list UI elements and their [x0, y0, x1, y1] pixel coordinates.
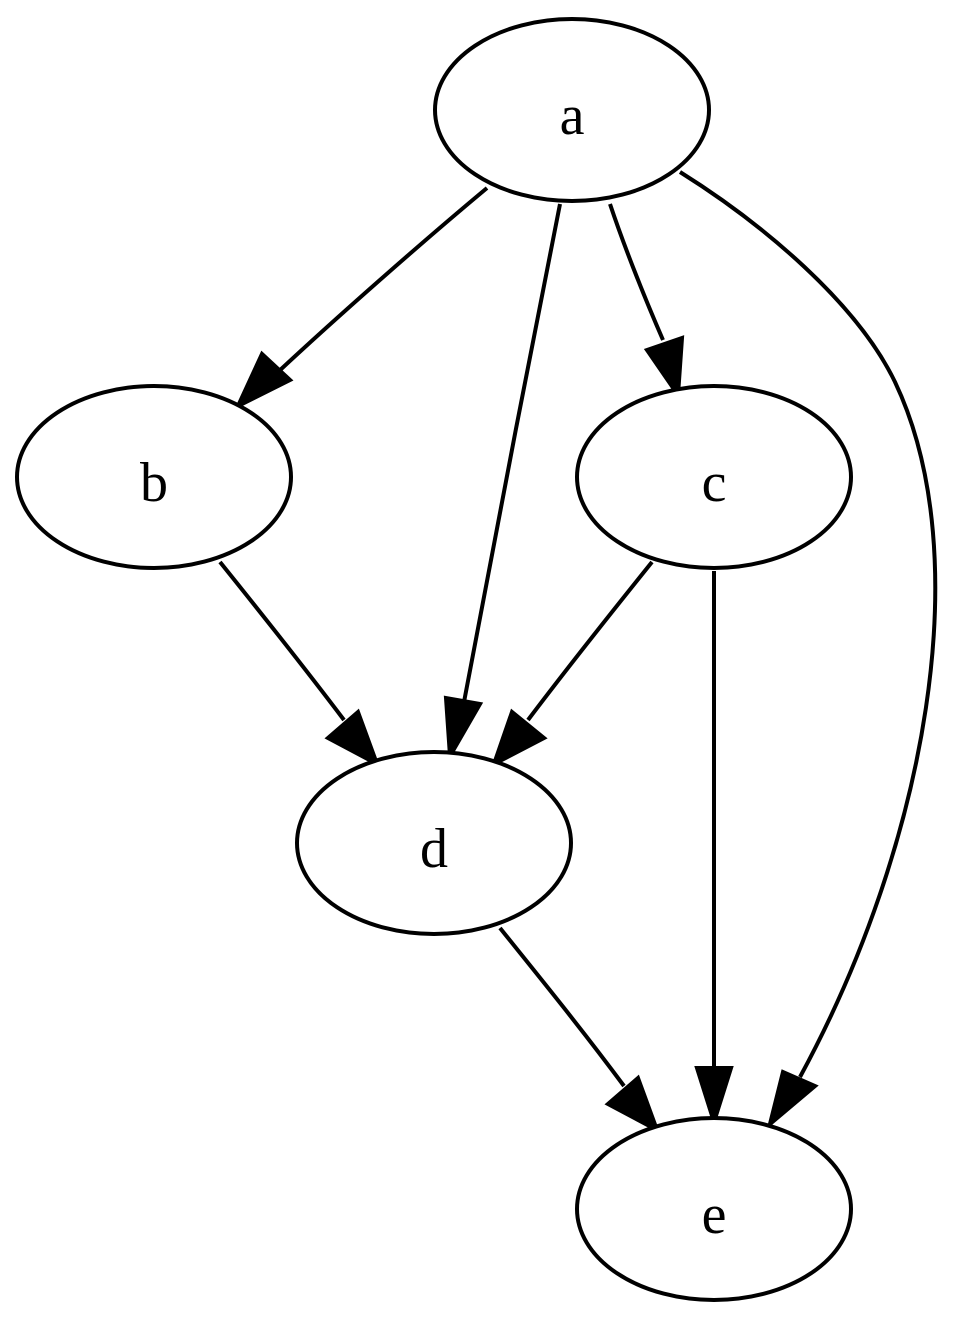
node-c: c: [575, 384, 853, 570]
edge-c-d: [490, 560, 654, 769]
node-c-label: c: [702, 452, 727, 514]
node-b: b: [15, 384, 293, 570]
node-e: e: [575, 1116, 853, 1302]
edge-a-e: [678, 170, 938, 1130]
node-a: a: [433, 17, 711, 203]
edge-c-e: [694, 571, 734, 1129]
node-d: d: [295, 750, 573, 936]
edge-a-d: [443, 203, 562, 763]
node-d-label: d: [420, 818, 448, 880]
edge-a-b: [233, 186, 489, 411]
node-e-label: e: [702, 1184, 727, 1246]
edge-d-e: [498, 926, 661, 1135]
node-a-label: a: [560, 85, 585, 147]
edge-b-d: [218, 560, 381, 769]
edge-a-c: [608, 203, 685, 401]
node-b-label: b: [140, 452, 168, 514]
